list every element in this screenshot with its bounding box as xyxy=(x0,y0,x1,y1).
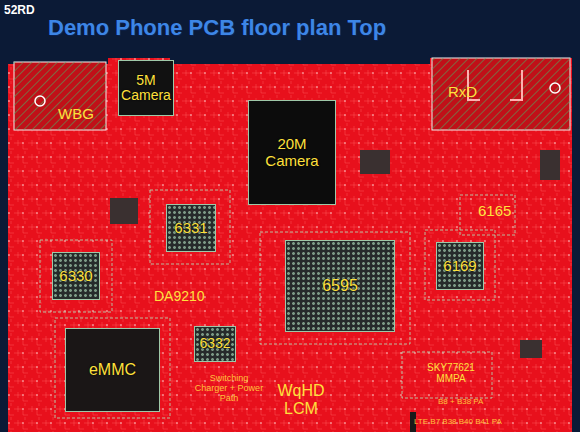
part-label: SKY77621 MMPA xyxy=(414,362,488,384)
part-label: DA9210 xyxy=(154,289,205,304)
chip-box: 6169 xyxy=(436,242,484,290)
chip-label: 6595 xyxy=(322,277,358,295)
chip-label: 6169 xyxy=(443,258,476,275)
chip-label: 6330 xyxy=(59,268,92,285)
chip-box: 6595 xyxy=(285,240,395,332)
part-label: LTE B7 B38 B40 B41 PA xyxy=(414,418,502,427)
chip-box: 6332 xyxy=(194,326,236,362)
chip-label: 6331 xyxy=(174,220,207,237)
part-label: WqHD LCM xyxy=(266,382,336,417)
chip-label: 20M Camera xyxy=(249,136,335,169)
part-label: WBG xyxy=(58,106,94,123)
title: Demo Phone PCB floor plan Top xyxy=(48,16,386,40)
watermark: 52RD xyxy=(4,4,35,17)
chip-label: 5M Camera xyxy=(119,73,173,104)
chip-box: eMMC xyxy=(65,328,160,412)
chip-box: 6330 xyxy=(52,252,100,300)
chip-box: 20M Camera xyxy=(248,100,336,205)
chip-label: 6332 xyxy=(199,336,230,351)
part-label: RxD xyxy=(448,84,477,101)
note-label: Switching Charger + Power Path xyxy=(193,374,265,404)
part-label: 6165 xyxy=(478,203,511,220)
part-label: B8 + B38 PA xyxy=(438,398,483,407)
chip-label: eMMC xyxy=(89,361,136,379)
chip-box: 5M Camera xyxy=(118,60,174,116)
chip-box: 6331 xyxy=(166,204,216,252)
